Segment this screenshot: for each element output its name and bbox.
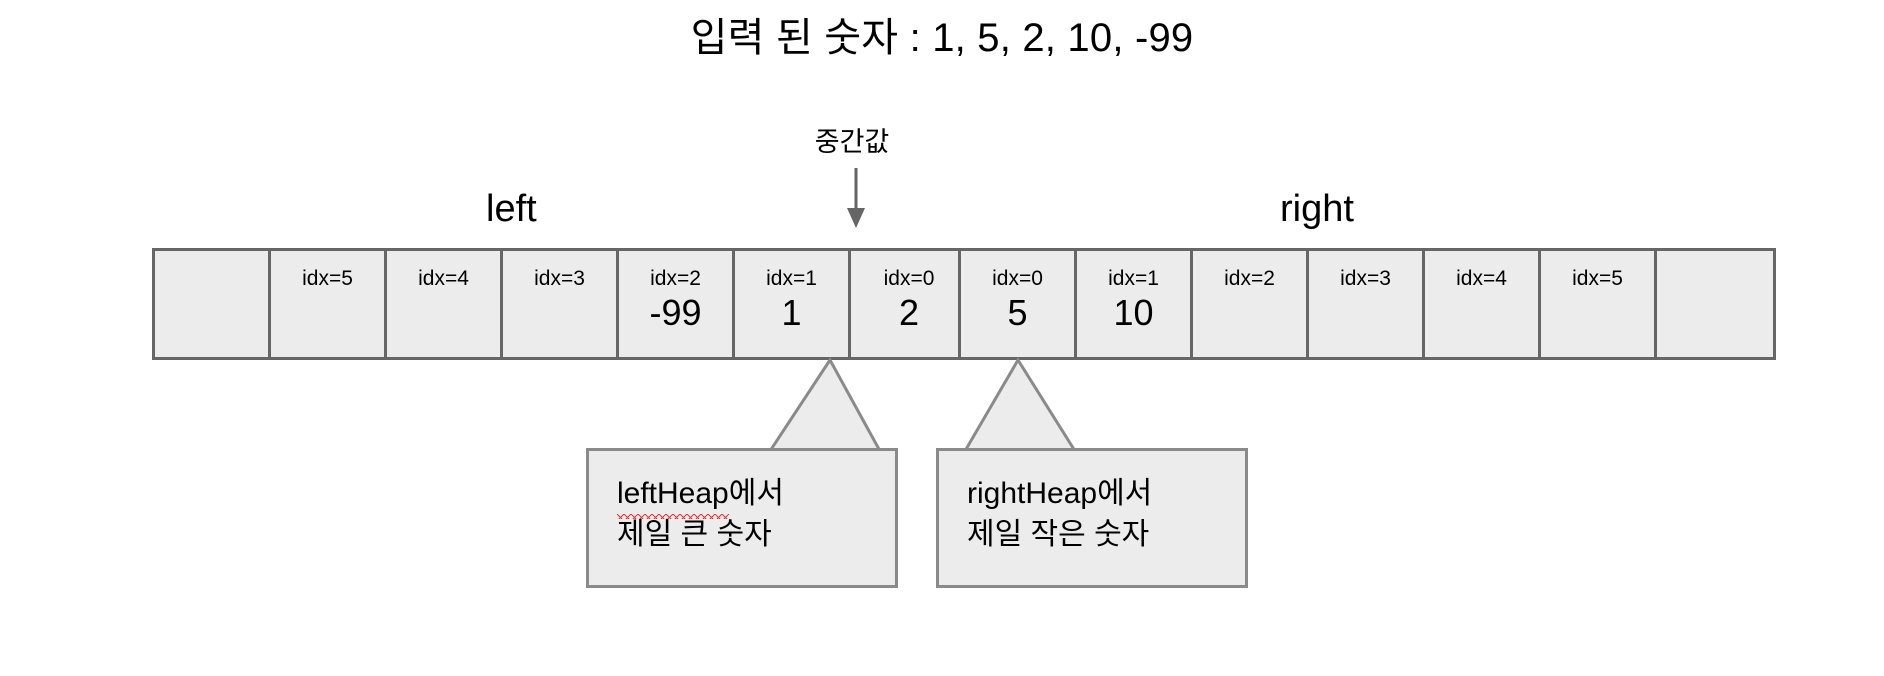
left-callout-tail: [767, 357, 883, 453]
cell-index-label: idx=3: [534, 267, 585, 290]
array-cell[interactable]: idx=5: [271, 251, 387, 357]
array-cell[interactable]: idx=0 5: [961, 251, 1077, 357]
right-callout-box: rightHeap에서 제일 작은 숫자: [936, 448, 1248, 588]
cell-index-label: idx=2: [1224, 267, 1275, 290]
array-cell[interactable]: idx=2 -99: [619, 251, 735, 357]
array-cell[interactable]: idx=2: [1193, 251, 1309, 357]
right-callout-line-1: rightHeap에서: [967, 473, 1152, 514]
cell-index-label: idx=0: [992, 267, 1043, 290]
left-callout-line-1: leftHeap에서: [617, 473, 784, 520]
median-annotation: 중간값: [762, 127, 942, 228]
array-cell-median[interactable]: idx=0 2: [851, 251, 967, 357]
array-cell[interactable]: [155, 251, 271, 357]
right-callout-heap-word: rightHeap: [967, 477, 1098, 510]
cell-index-label: idx=3: [1340, 267, 1391, 290]
array-cell[interactable]: idx=4: [1425, 251, 1541, 357]
arrow-down-icon: [847, 168, 865, 228]
page-title: 입력 된 숫자 : 1, 5, 2, 10, -99: [690, 16, 1194, 60]
array-cell[interactable]: [1657, 251, 1773, 357]
right-array: idx=0 5 idx=1 10 idx=2 idx=3 idx=4 idx=5: [958, 248, 1776, 360]
cell-index-label: idx=1: [766, 267, 817, 290]
array-cell[interactable]: idx=1 10: [1077, 251, 1193, 357]
left-array: idx=5 idx=4 idx=3 idx=2 -99 idx=1 1 idx=…: [152, 248, 970, 360]
cell-value: 10: [1113, 292, 1154, 333]
cell-index-label: idx=1: [1108, 267, 1159, 290]
right-callout-tail: [962, 357, 1078, 453]
cell-value: -99: [649, 292, 702, 333]
left-callout-line-1-rest: 에서: [728, 477, 784, 510]
array-cell[interactable]: idx=4: [387, 251, 503, 357]
cell-value: 5: [1007, 292, 1028, 333]
spellcheck-underlined-word: leftHeap: [617, 473, 729, 520]
right-callout-line-1-rest: 에서: [1097, 477, 1153, 510]
right-array-header: right: [1280, 188, 1354, 230]
left-callout-box: leftHeap에서 제일 큰 숫자: [586, 448, 898, 588]
cell-index-label: idx=2: [650, 267, 701, 290]
cell-index-label: idx=5: [1572, 267, 1623, 290]
array-cell[interactable]: idx=5: [1541, 251, 1657, 357]
cell-index-label: idx=4: [1456, 267, 1507, 290]
cell-index-label: idx=0: [883, 267, 935, 290]
cell-index-label: idx=5: [302, 267, 353, 290]
array-cell[interactable]: idx=3: [1309, 251, 1425, 357]
median-label: 중간값: [814, 127, 890, 157]
right-callout-line-2: 제일 작은 숫자: [967, 518, 1150, 552]
cell-value: 1: [781, 292, 802, 333]
left-callout-line-2: 제일 큰 숫자: [617, 518, 772, 552]
left-array-header: left: [486, 188, 537, 230]
cell-value: 2: [898, 292, 920, 333]
array-cell[interactable]: idx=3: [503, 251, 619, 357]
cell-index-label: idx=4: [418, 267, 469, 290]
array-cell[interactable]: idx=1 1: [735, 251, 851, 357]
